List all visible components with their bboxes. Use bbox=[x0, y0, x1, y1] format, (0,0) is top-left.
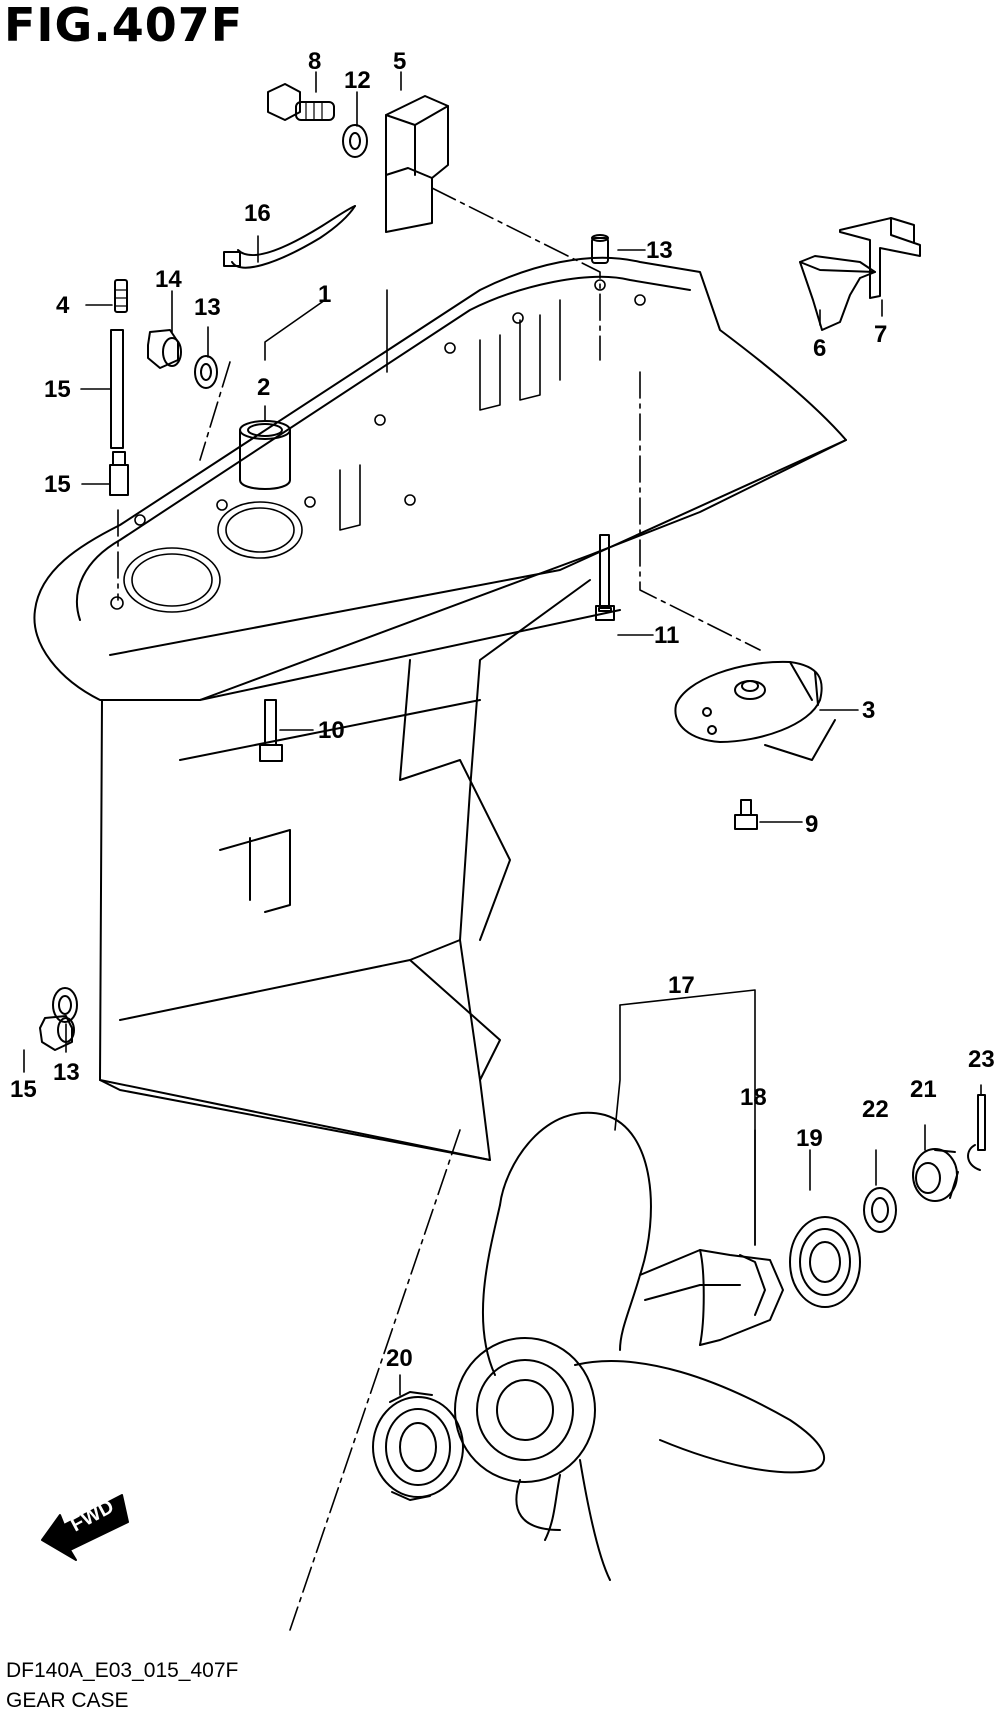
callout-3[interactable]: 3 bbox=[862, 697, 875, 724]
short-bolt[interactable] bbox=[259, 699, 283, 762]
callout-19[interactable]: 17 bbox=[668, 972, 695, 999]
cover-plate[interactable] bbox=[839, 217, 921, 299]
callout-1[interactable]: 1 bbox=[318, 281, 331, 308]
callout-8[interactable]: 8 bbox=[308, 48, 321, 75]
thrust-washer[interactable] bbox=[789, 1216, 861, 1308]
cover-clip[interactable] bbox=[799, 255, 876, 331]
callout-10[interactable]: 10 bbox=[318, 717, 345, 744]
callout-17[interactable]: 15 bbox=[44, 471, 71, 498]
callout-labels: 8 12 5 16 14 13 4 1 2 15 15 13 6 7 11 10… bbox=[10, 48, 995, 1372]
drain-plug-upper[interactable] bbox=[147, 329, 182, 369]
callout-4[interactable]: 4 bbox=[56, 292, 70, 319]
long-bolt[interactable] bbox=[595, 534, 615, 621]
leader-lines bbox=[23, 71, 982, 1631]
callout-21[interactable]: 19 bbox=[796, 1125, 823, 1152]
callout-24[interactable]: 22 bbox=[862, 1096, 889, 1123]
callout-18[interactable]: 16 bbox=[244, 200, 271, 227]
callout-2[interactable]: 2 bbox=[257, 374, 270, 401]
figure-title: FIG.407F bbox=[4, 0, 244, 52]
callout-12[interactable]: 12 bbox=[344, 67, 371, 94]
propeller-nut[interactable] bbox=[912, 1148, 959, 1202]
callout-7[interactable]: 7 bbox=[874, 321, 887, 348]
callout-22[interactable]: 20 bbox=[386, 1345, 413, 1372]
gasket-upper[interactable] bbox=[194, 355, 218, 389]
washer[interactable] bbox=[342, 124, 368, 158]
callout-20[interactable]: 18 bbox=[740, 1084, 767, 1111]
propeller[interactable] bbox=[454, 1111, 826, 1581]
fwd-direction-arrow: FWD bbox=[41, 1494, 129, 1561]
drawing-code: DF140A_E03_015_407F bbox=[6, 1659, 239, 1682]
drawing-name: GEAR CASE bbox=[6, 1689, 129, 1712]
prop-washer[interactable] bbox=[863, 1187, 897, 1233]
callout-11[interactable]: 11 bbox=[654, 622, 679, 649]
bolt[interactable] bbox=[267, 83, 335, 121]
callout-23[interactable]: 21 bbox=[910, 1076, 937, 1103]
callout-13-lower[interactable]: 13 bbox=[53, 1059, 80, 1086]
water-pipe-assembly[interactable] bbox=[109, 279, 129, 496]
callout-15-lower[interactable]: 15 bbox=[10, 1076, 37, 1103]
anode-block[interactable] bbox=[385, 95, 449, 233]
cable-tie[interactable] bbox=[223, 205, 356, 269]
callout-6[interactable]: 6 bbox=[813, 335, 826, 362]
gear-case-housing[interactable] bbox=[33, 256, 847, 1161]
trim-tab[interactable] bbox=[674, 660, 836, 761]
callout-25[interactable]: 23 bbox=[968, 1046, 995, 1073]
callout-13-upper[interactable]: 13 bbox=[194, 294, 221, 321]
cotter-pin[interactable] bbox=[967, 1094, 986, 1171]
callout-16[interactable]: 15 bbox=[44, 376, 71, 403]
gasket-lower[interactable] bbox=[52, 987, 78, 1023]
callout-15-upper[interactable]: 14 bbox=[155, 266, 182, 293]
callout-5[interactable]: 5 bbox=[393, 48, 406, 75]
callout-14[interactable]: 13 bbox=[646, 237, 673, 264]
callout-9[interactable]: 9 bbox=[805, 811, 818, 838]
front-stopper[interactable] bbox=[372, 1391, 464, 1501]
small-bolt[interactable] bbox=[734, 799, 758, 830]
dowel-pin[interactable] bbox=[591, 234, 609, 264]
